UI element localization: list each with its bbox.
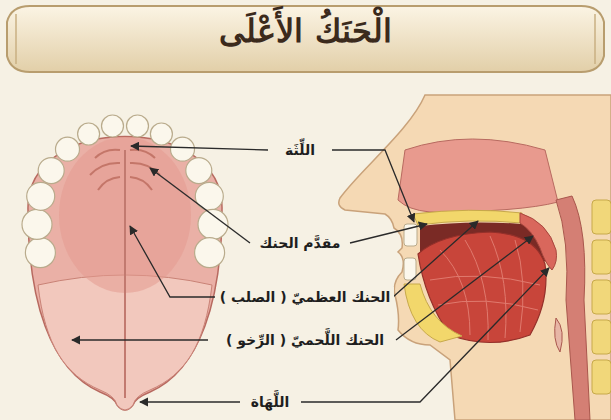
label-holder: اللَّهَاة — [247, 392, 294, 412]
tooth — [198, 209, 228, 239]
muscle-line — [438, 301, 538, 310]
ruga — [98, 177, 120, 190]
muscle-line — [490, 236, 506, 338]
nasal-cavity — [398, 139, 558, 212]
banner-shape — [7, 6, 604, 72]
ruga — [130, 150, 155, 158]
tooth — [22, 209, 52, 239]
leader-line — [140, 401, 240, 402]
spine — [592, 200, 611, 394]
tooth — [195, 182, 223, 210]
part-label: اللِّثَة — [285, 142, 315, 158]
ruga — [130, 163, 160, 175]
part-label: مقدَّم الحنك — [260, 235, 341, 251]
ruga — [130, 177, 152, 190]
leader-line — [72, 339, 208, 340]
muscle-line — [430, 276, 540, 285]
pharynx — [556, 196, 590, 420]
part-label: الحنك العظميّ ( الصلب ) — [220, 289, 391, 305]
label-holder: الحنك اللَّحميّ ( الرِّخو ) — [222, 330, 388, 350]
leader-line — [131, 146, 268, 150]
label-holder: الحنك العظميّ ( الصلب ) — [216, 287, 395, 307]
palatal-raphe — [124, 150, 126, 398]
part-label: اللَّهَاة — [251, 394, 290, 410]
leader-line — [332, 150, 414, 222]
tooth — [195, 238, 225, 268]
palate-view — [22, 115, 228, 410]
muscle-line — [465, 240, 488, 340]
muscle-line — [515, 240, 523, 332]
ruga — [90, 163, 120, 175]
leader-line — [130, 226, 215, 297]
palatal-rugae — [90, 150, 160, 190]
part-label: الحنك اللَّحميّ ( الرِّخو ) — [226, 332, 384, 348]
ruga — [95, 150, 120, 158]
vertebra — [592, 360, 611, 394]
title-banner — [7, 6, 604, 72]
muscle-line — [440, 250, 470, 335]
tooth — [186, 158, 212, 184]
tooth — [78, 123, 100, 145]
lower-incisor — [404, 258, 416, 280]
tongue-muscle — [430, 236, 540, 340]
hard-palate-bone — [413, 210, 522, 225]
vertebra — [592, 240, 611, 274]
tooth — [25, 238, 55, 268]
palate-shape — [28, 137, 222, 411]
leader-line — [150, 168, 250, 243]
title: الْحَنَكُ الأَعْلَى — [219, 12, 391, 50]
vertebra — [592, 280, 611, 314]
tooth — [150, 123, 172, 145]
head-outline — [339, 95, 611, 420]
tooth — [127, 115, 149, 137]
head-section — [339, 95, 611, 420]
tooth — [102, 115, 124, 137]
tooth — [56, 137, 80, 161]
vertebra — [592, 200, 611, 234]
leader-lines — [72, 146, 549, 402]
mandible — [404, 284, 462, 342]
label-holder: اللِّثَة — [281, 140, 319, 160]
leader-line — [393, 221, 478, 297]
label-holder: مقدَّم الحنك — [256, 233, 345, 253]
tooth — [27, 182, 55, 210]
leader-line — [350, 224, 427, 243]
tooth — [171, 137, 195, 161]
upper-teeth — [22, 115, 228, 268]
epiglottis — [555, 318, 563, 352]
title-holder: الْحَنَكُ الأَعْلَى — [0, 12, 611, 50]
tooth — [38, 158, 64, 184]
vertebra — [592, 320, 611, 354]
leader-line — [396, 236, 533, 340]
